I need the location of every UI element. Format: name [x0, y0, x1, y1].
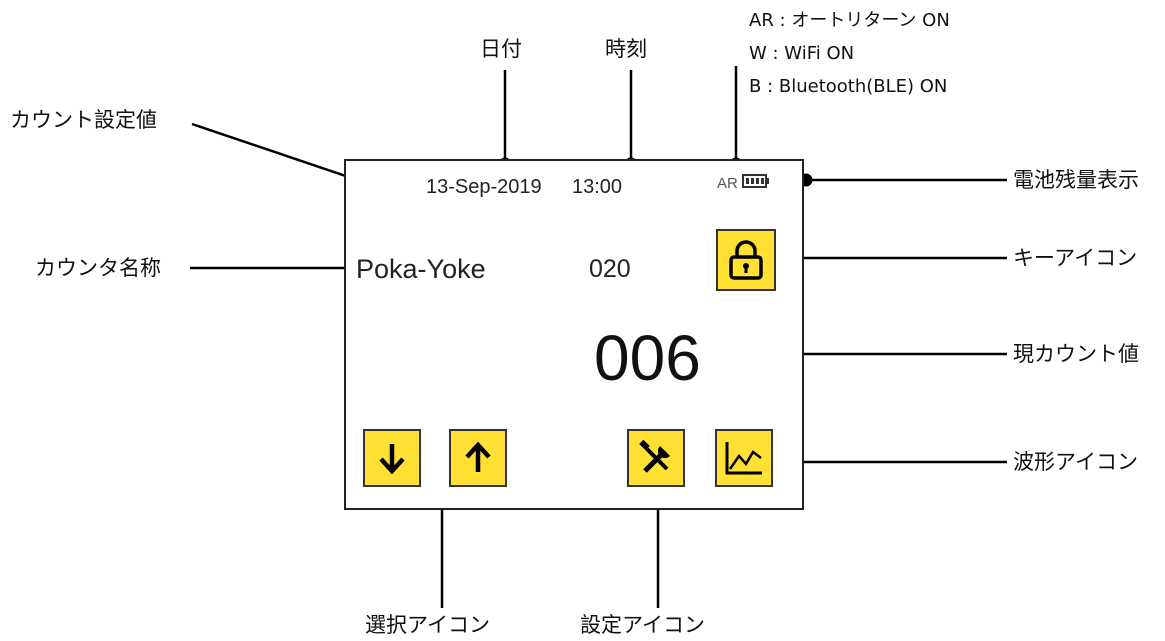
down-button[interactable] [363, 429, 421, 487]
label-time: 時刻 [605, 37, 647, 61]
label-count-setting: カウント設定値 [10, 108, 157, 132]
count-setting-value: 020 [589, 255, 631, 283]
wrench-screwdriver-icon [639, 439, 670, 473]
label-battery: 電池残量表示 [1013, 168, 1139, 192]
label-status-ar: AR : オートリターン ON [749, 10, 950, 31]
label-status-w: W : WiFi ON [749, 43, 855, 64]
label-waveform-icon: 波形アイコン [1013, 450, 1138, 474]
label-date: 日付 [480, 37, 522, 61]
screen-date: 13-Sep-2019 [426, 176, 542, 198]
up-button[interactable] [449, 429, 507, 487]
device-screen: 13-Sep-2019 13:00 AR Poka-Yoke 020 006 [344, 159, 804, 510]
waveform-button[interactable] [715, 429, 773, 487]
battery-full-icon [742, 174, 769, 188]
current-count-value: 006 [594, 322, 701, 394]
counter-name: Poka-Yoke [356, 254, 486, 284]
screen-time: 13:00 [572, 176, 623, 198]
label-counter-name: カウンタ名称 [35, 256, 161, 280]
label-settings-icon: 設定アイコン [580, 613, 705, 637]
lock-icon [729, 240, 763, 280]
label-key-icon: キーアイコン [1013, 246, 1138, 270]
screen-status: AR [717, 175, 738, 192]
label-current-count: 現カウント値 [1013, 342, 1139, 366]
label-select-icon: 選択アイコン [365, 613, 490, 637]
line-chart-icon [725, 442, 762, 475]
arrow-up-icon [465, 441, 491, 472]
settings-button[interactable] [627, 429, 685, 487]
key-button[interactable] [716, 229, 776, 291]
arrow-down-icon [379, 444, 405, 475]
label-status-b: B : Bluetooth(BLE) ON [749, 76, 948, 97]
